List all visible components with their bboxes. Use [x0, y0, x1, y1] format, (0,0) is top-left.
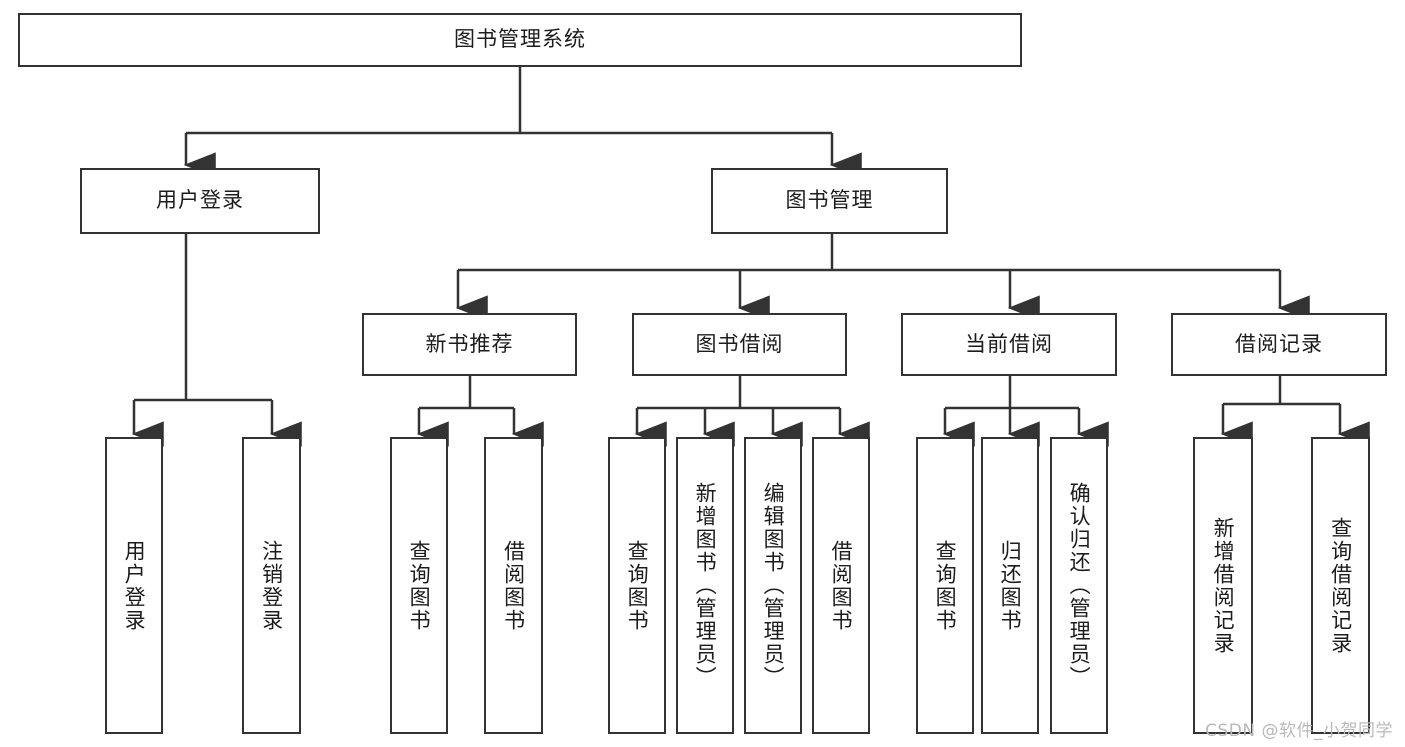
node-label: 归还图书	[998, 539, 1023, 632]
node-new-book-recommend[interactable]: 新书推荐	[362, 313, 577, 376]
node-label: 查询图书	[625, 539, 650, 632]
node-root-system[interactable]: 图书管理系统	[18, 13, 1022, 67]
node-label: 新书推荐	[425, 331, 514, 356]
leaf-cb-confirm-return-admin[interactable]: 确认归还（管理员）	[1050, 437, 1108, 734]
node-label: 借阅记录	[1235, 331, 1323, 356]
leaf-br-add-record[interactable]: 新增借阅记录	[1193, 437, 1253, 734]
leaf-bb-add-book-admin[interactable]: 新增图书（管理员）	[676, 437, 734, 734]
leaf-nb-query-book[interactable]: 查询图书	[390, 437, 448, 734]
node-label: 查询图书	[933, 539, 958, 632]
node-label: 用户登录	[122, 539, 147, 632]
node-label: 图书管理系统	[454, 27, 586, 52]
node-label: 借阅图书	[829, 539, 854, 632]
leaf-cb-return-book[interactable]: 归还图书	[981, 437, 1039, 734]
node-label: 确认归还（管理员）	[1067, 482, 1092, 689]
node-label: 新增借阅记录	[1211, 516, 1236, 655]
node-label: 新增图书（管理员）	[693, 482, 718, 689]
node-label: 注销登录	[259, 539, 284, 632]
leaf-logout-login[interactable]: 注销登录	[242, 437, 301, 734]
node-current-borrow[interactable]: 当前借阅	[901, 313, 1117, 376]
node-book-borrow[interactable]: 图书借阅	[632, 313, 847, 376]
node-label: 图书借阅	[695, 331, 784, 356]
node-label: 查询图书	[407, 539, 432, 632]
node-book-management[interactable]: 图书管理	[711, 168, 948, 234]
node-label: 编辑图书（管理员）	[761, 482, 786, 689]
leaf-cb-query-book[interactable]: 查询图书	[916, 437, 974, 734]
leaf-bb-edit-book-admin[interactable]: 编辑图书（管理员）	[744, 437, 802, 734]
node-label: 图书管理	[785, 188, 874, 213]
csdn-watermark: CSDN @软件_小贺同学	[1205, 721, 1393, 741]
leaf-bb-query-book[interactable]: 查询图书	[608, 437, 666, 734]
node-label: 借阅图书	[501, 539, 526, 632]
node-borrow-record[interactable]: 借阅记录	[1171, 313, 1387, 376]
node-user-login[interactable]: 用户登录	[80, 168, 320, 234]
leaf-user-login[interactable]: 用户登录	[105, 437, 163, 734]
leaf-nb-borrow-book[interactable]: 借阅图书	[484, 437, 543, 734]
node-label: 查询借阅记录	[1328, 516, 1353, 655]
node-label: 用户登录	[156, 188, 244, 213]
leaf-bb-borrow-book[interactable]: 借阅图书	[812, 437, 870, 734]
leaf-br-query-record[interactable]: 查询借阅记录	[1311, 437, 1370, 734]
node-label: 当前借阅	[965, 331, 1053, 356]
